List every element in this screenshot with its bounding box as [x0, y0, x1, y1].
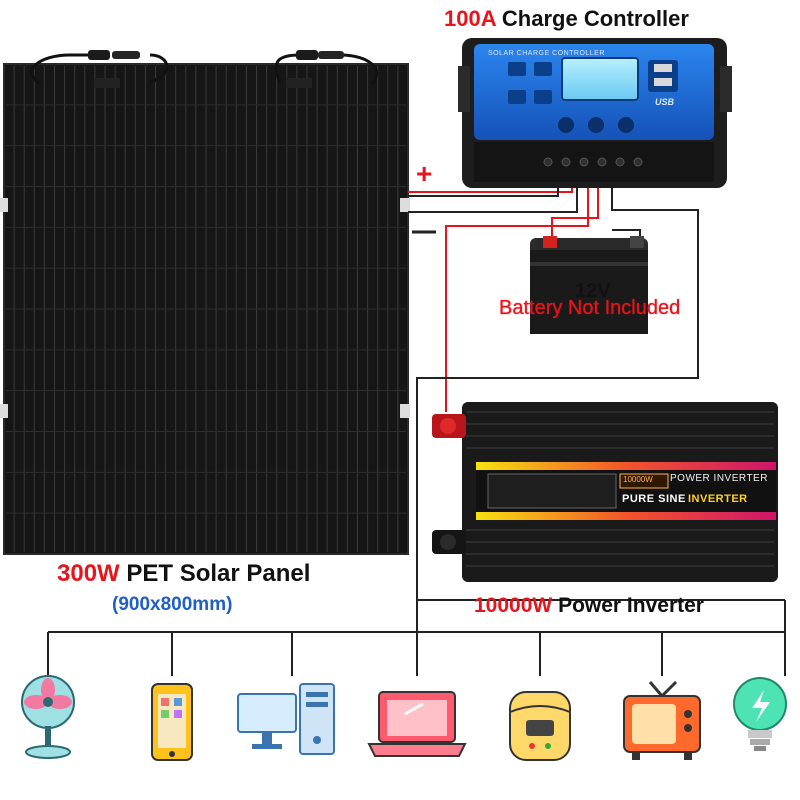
battery-voltage: 12V — [575, 280, 611, 302]
phone-icon — [151, 683, 193, 761]
solar-panel-watt: 300W — [57, 560, 120, 587]
positive-terminal-sign: + — [416, 158, 433, 189]
wiring — [47, 185, 786, 676]
solar-panel-title: 300W PET Solar Panel — [57, 560, 310, 588]
light-bulb-icon — [733, 677, 787, 751]
fan-icon — [21, 675, 75, 759]
inverter-display-value: 10000W — [623, 475, 653, 484]
desktop-computer-icon — [237, 683, 335, 755]
charge-controller — [458, 38, 732, 188]
inverter-brand-line2a: PURE SINE — [622, 493, 686, 505]
battery — [530, 236, 648, 334]
charge-controller-title: 100A Charge Controller — [444, 6, 689, 32]
charge-controller-amp: 100A — [444, 6, 496, 31]
inverter-title: 10000W Power Inverter — [474, 594, 704, 618]
power-inverter — [432, 402, 778, 582]
laptop-icon — [367, 691, 467, 757]
controller-screen-title: SOLAR CHARGE CONTROLLER — [488, 50, 605, 57]
inverter-name: Power Inverter — [558, 594, 704, 617]
charge-controller-name: Charge Controller — [501, 6, 689, 31]
rice-cooker-icon — [509, 691, 571, 761]
television-icon — [623, 680, 701, 760]
solar-panel-size: (900x800mm) — [112, 594, 233, 615]
inverter-brand-line2b: INVERTER — [688, 493, 748, 505]
battery-note: Battery Not Included — [499, 297, 681, 319]
solar-panel-name: PET Solar Panel — [126, 560, 311, 587]
solar-panel — [0, 50, 410, 555]
inverter-watt: 10000W — [474, 594, 553, 617]
usb-label: USB — [655, 97, 675, 107]
inverter-brand-line1: POWER INVERTER — [670, 473, 768, 484]
